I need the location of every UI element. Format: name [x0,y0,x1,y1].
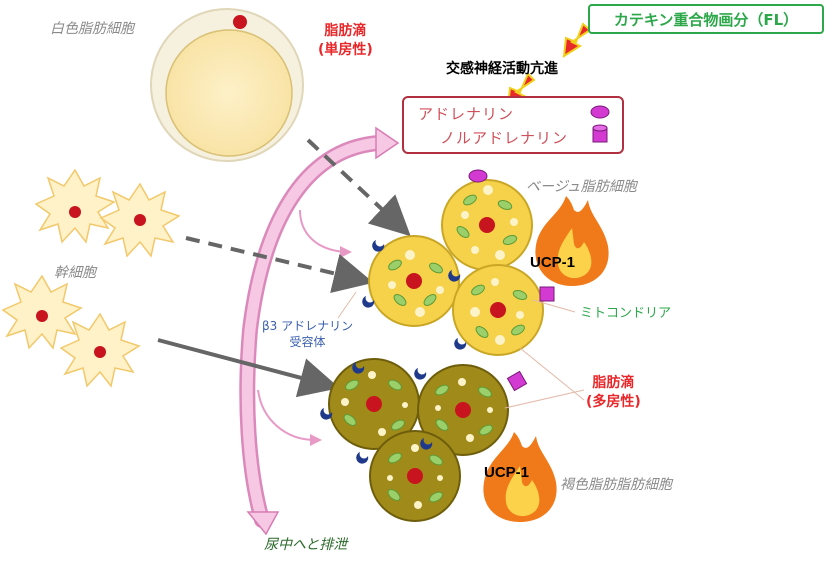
flame-icon-bottom [483,432,557,522]
lipid-multi-line1: 脂肪滴 [592,375,635,391]
beta3-receptors [320,240,467,464]
excretion-arrow [239,126,400,536]
bound-adrenaline [468,169,555,392]
lipid-single-line1: 脂肪滴 [324,23,367,39]
lipid-multi-line2: (多房性) [586,394,641,410]
adrenaline-molecule-icon [590,105,610,119]
beta3-line2: 受容体 [289,335,326,349]
brown-cells [328,358,509,522]
lipid-single-line2: (単房性) [318,42,373,58]
sympathetic-label: 交感神経活動亢進 [446,61,558,77]
lipid-single-label: 脂肪滴 (単房性) [318,22,373,60]
brown-fat-cell-label: 褐色脂肪脂肪細胞 [560,477,672,493]
catechin-fl-box: カテキン重合物画分（FL） [588,4,824,34]
stem-to-brown-arrow [157,338,340,398]
adrenaline-box: アドレナリン ノルアドレナリン [402,96,624,154]
stem-to-beige-arrow [185,236,374,293]
excretion-label: 尿中へと排泄 [264,537,348,553]
stem-cells [1,168,181,388]
beige-fat-cell-label: ベージュ脂肪細胞 [526,179,637,195]
adrenaline-label: アドレナリン [418,105,515,123]
flame-icon-top [535,196,609,286]
ucp1-top-label: UCP-1 [530,254,576,271]
white-fat-cell [150,8,304,162]
catechin-fl-label: カテキン重合物画分（FL） [613,10,799,29]
mitochondria-label: ミトコンドリア [580,306,672,321]
pointer-lines [337,291,585,409]
ucp1-bottom-label: UCP-1 [484,464,530,481]
noradrenaline-molecule-icon [592,124,608,143]
beige-cells [368,179,544,356]
adrenaline-icons [590,105,610,143]
stem-cell-label: 幹細胞 [54,265,96,281]
lipid-multi-label: 脂肪滴 (多房性) [586,374,641,412]
noradrenaline-label: ノルアドレナリン [440,129,569,147]
white-fat-cell-label: 白色脂肪細胞 [50,21,134,37]
beta3-receptor-label: β3 アドレナリン 受容体 [262,318,353,350]
beta3-line1: β3 アドレナリン [262,319,354,333]
